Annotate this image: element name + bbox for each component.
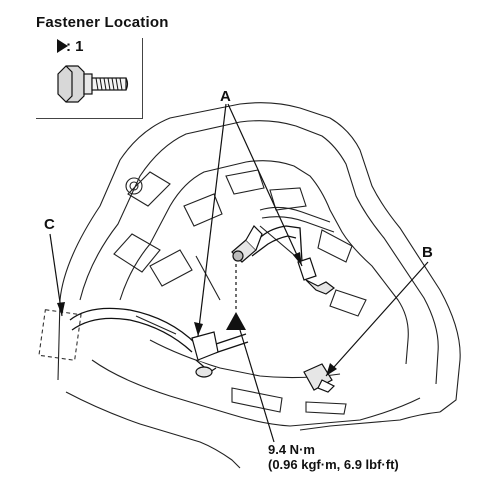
- sensor-connector: [231, 225, 263, 263]
- clip-a-left: [191, 331, 219, 378]
- callout-b: B: [422, 244, 433, 261]
- leader-lines: [49, 103, 429, 443]
- callout-a: A: [220, 88, 231, 105]
- clip-a-right: [297, 257, 335, 295]
- torque-spec: 9.4 N·m (0.96 kgf·m, 6.9 lbf·ft): [268, 442, 399, 472]
- clip-b: [303, 363, 336, 393]
- torque-value-imperial: (0.96 kgf·m, 6.9 lbf·ft): [268, 457, 399, 472]
- arrow-up-icon: [226, 312, 246, 330]
- engine-cover-outline: [57, 102, 461, 469]
- torque-value-nm: 9.4 N·m: [268, 442, 315, 457]
- fastener-count: : 1: [66, 38, 84, 55]
- fastener-location-title: Fastener Location: [36, 14, 169, 31]
- callout-c: C: [44, 216, 55, 233]
- legend-box: [36, 38, 143, 119]
- leader-arrowheads: [57, 252, 337, 376]
- arrow-right-icon: [57, 39, 68, 53]
- wire-harness: [69, 225, 307, 355]
- bolt-icon: [57, 65, 129, 103]
- region-c-dashed-box: [38, 309, 82, 361]
